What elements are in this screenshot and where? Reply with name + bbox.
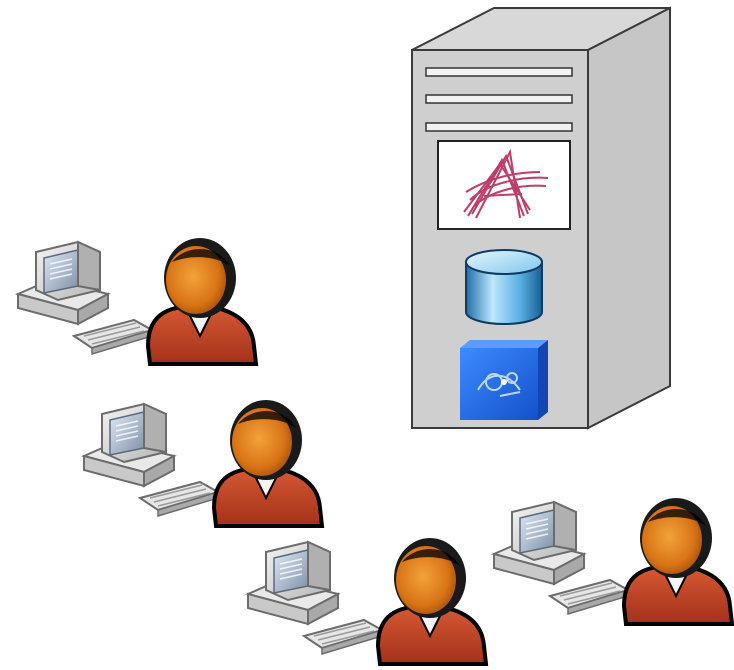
client-workstation-2 xyxy=(82,398,324,528)
client-workstation-1 xyxy=(16,236,258,366)
application-logo-icon xyxy=(437,140,571,230)
drive-bay-slot xyxy=(425,122,573,132)
drive-bay-slot xyxy=(425,67,573,77)
safe-vault-icon xyxy=(460,340,548,420)
drive-bay-slot xyxy=(425,94,573,104)
server-side-face xyxy=(587,6,671,430)
server-tower xyxy=(411,6,671,430)
client-workstation-4 xyxy=(492,496,734,626)
client-workstation-3 xyxy=(246,536,488,666)
database-icon xyxy=(465,249,543,325)
